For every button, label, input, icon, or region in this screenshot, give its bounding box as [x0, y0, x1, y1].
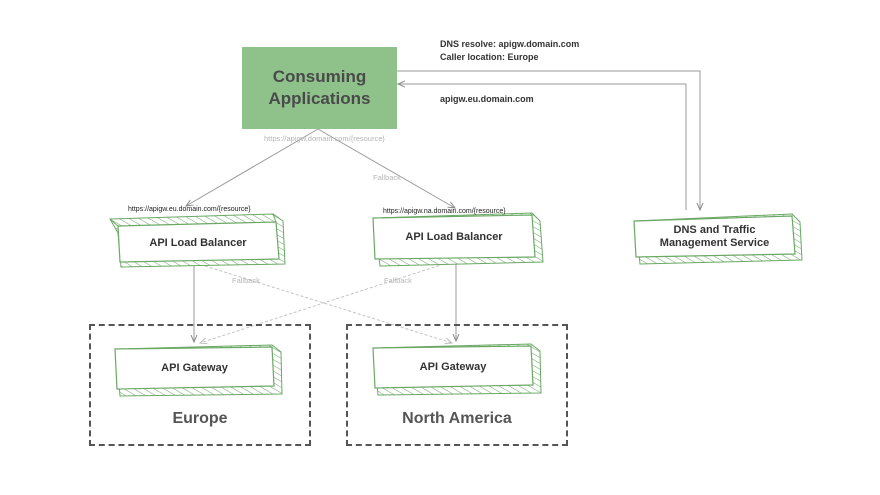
eu-gateway-box[interactable]	[114, 344, 283, 397]
fallback-label-left: Fallback	[232, 276, 260, 285]
na-gateway-label: API Gateway	[419, 360, 487, 373]
europe-region	[89, 324, 311, 446]
na-lb-label: API Load Balancer	[405, 230, 503, 243]
eu-lb-label: API Load Balancer	[149, 236, 247, 249]
fallback-label-top: Fallback	[373, 173, 401, 182]
eu-load-balancer-box[interactable]	[109, 213, 286, 268]
na-lb-url: https://apigw.na.domain.com/{resource}	[383, 208, 506, 215]
dns-resolve-note: DNS resolve: apigw.domain.com	[440, 39, 580, 49]
consumer-to-eu-lb-arrow	[186, 128, 319, 206]
europe-region-label: Europe	[172, 410, 228, 427]
eu-lb-fallback-arrow	[204, 265, 452, 343]
eu-lb-url: https://apigw.eu.domain.com/{resource}	[128, 206, 251, 213]
dns-service-line1: DNS and Traffic	[673, 224, 756, 236]
dns-response-arrow	[398, 84, 687, 210]
consumer-title-line2: Applications	[268, 89, 371, 108]
na-lb-fallback-arrow	[200, 263, 445, 343]
north-america-region	[346, 324, 568, 446]
caller-location-note: Caller location: Europe	[440, 52, 539, 62]
consumer-to-na-lb-fallback-arrow	[317, 128, 455, 208]
dns-response-note: apigw.eu.domain.com	[440, 94, 534, 104]
resource-url-label: https://apigw.domain.com/{resource}	[264, 134, 385, 143]
dns-service-line2: Management Service	[659, 237, 770, 249]
north-america-region-label: North America	[402, 410, 512, 427]
dns-service-box[interactable]	[633, 213, 803, 265]
eu-gateway-label: API Gateway	[161, 361, 228, 374]
dns-query-arrow	[397, 70, 700, 210]
na-load-balancer-box[interactable]	[372, 212, 544, 267]
consumer-title-line1: Consuming	[272, 67, 367, 86]
fallback-label-right: Fallback	[384, 276, 412, 285]
na-gateway-box[interactable]	[372, 343, 542, 396]
